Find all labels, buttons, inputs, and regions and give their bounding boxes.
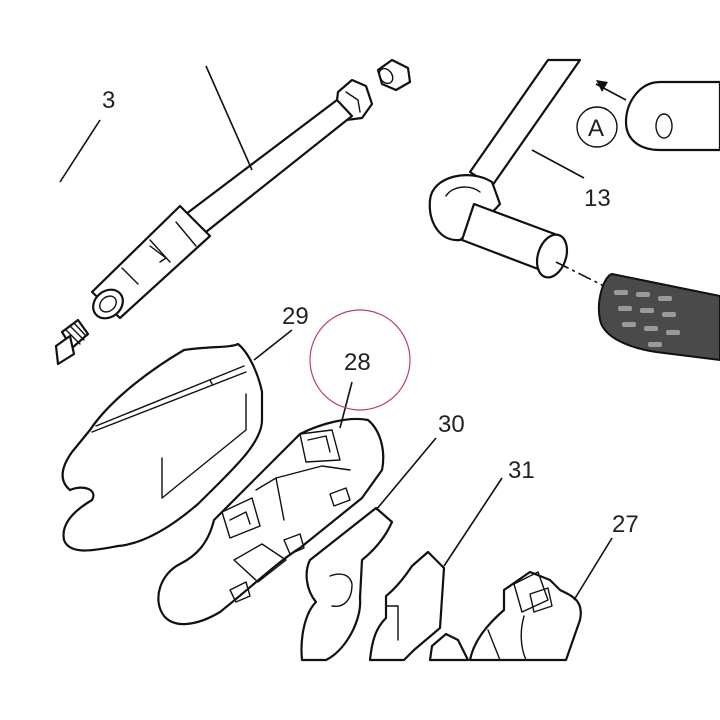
part-31-block[interactable] <box>368 477 503 662</box>
label-part-27: 27 <box>612 511 639 538</box>
part-3-threaded-tip <box>54 318 90 366</box>
label-part-29: 29 <box>282 303 309 330</box>
part-3-washer <box>376 58 412 92</box>
label-part-31: 31 <box>508 457 535 484</box>
label-part-3: 3 <box>102 87 115 114</box>
part-29-housing-cover[interactable] <box>61 329 293 552</box>
label-view-a: A <box>588 115 604 142</box>
part-28-bracket[interactable] <box>157 309 411 626</box>
label-part-13: 13 <box>584 185 611 212</box>
label-part-30: 30 <box>438 411 465 438</box>
view-a-marker <box>576 80 720 152</box>
part-28-highlight-circle <box>309 309 411 411</box>
part-3-shaft[interactable] <box>54 58 412 366</box>
grip-handle[interactable] <box>598 272 720 362</box>
part-30-plate[interactable] <box>300 437 437 662</box>
label-part-28: 28 <box>344 349 371 376</box>
part-13-lever-arm[interactable] <box>428 58 613 291</box>
part-27-clip[interactable] <box>428 537 613 662</box>
